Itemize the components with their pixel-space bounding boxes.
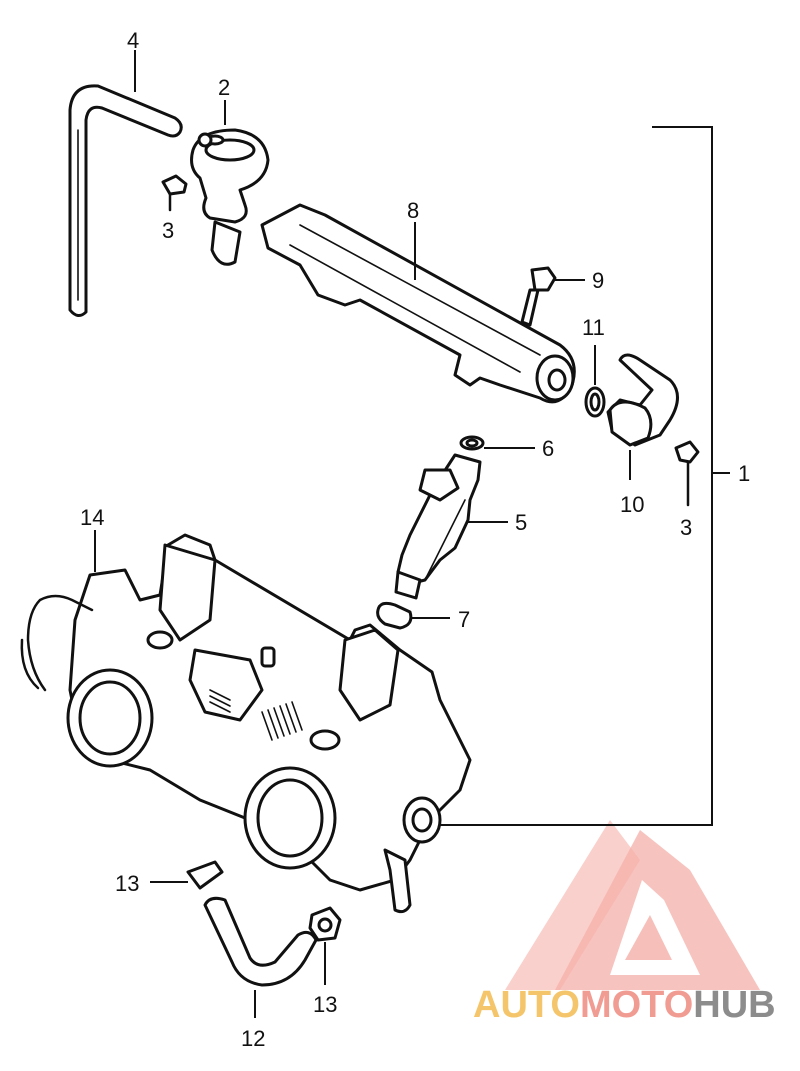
callout-14: 14 <box>80 505 104 530</box>
callout-6: 6 <box>542 436 554 461</box>
callout-12: 12 <box>241 1026 265 1051</box>
part-13-hose-clip-lower <box>308 906 342 985</box>
part-13-hose-clip-upper <box>150 860 224 890</box>
watermark-logo <box>505 820 760 990</box>
callouts: 1 2 3 3 4 5 6 7 8 9 10 11 12 13 13 14 <box>80 28 750 1051</box>
part-3-screw-right <box>674 440 700 507</box>
callout-13-lower: 13 <box>313 992 337 1017</box>
callout-11: 11 <box>582 315 605 340</box>
callout-3-left: 3 <box>162 218 174 243</box>
watermark-moto: MOTO <box>580 984 693 1026</box>
part-9-bolt <box>520 266 585 327</box>
linkage-spring <box>209 689 303 741</box>
watermark-hub: HUB <box>693 984 775 1026</box>
callout-9: 9 <box>592 268 604 293</box>
bracket-part-1 <box>440 126 730 826</box>
callout-5: 5 <box>515 510 527 535</box>
part-12-coolant-hose <box>203 896 318 1018</box>
part-5-fuel-injector <box>394 453 508 600</box>
part-14-throttle-body <box>20 530 472 914</box>
part-6-o-ring <box>459 435 535 451</box>
part-4-vacuum-hose <box>68 50 183 317</box>
callout-7: 7 <box>458 607 470 632</box>
callout-4: 4 <box>127 28 139 53</box>
part-3-screw-left <box>161 174 188 212</box>
part-2-pressure-regulator <box>190 100 270 266</box>
part-10-fuel-inlet-fitting <box>606 353 679 480</box>
callout-1: 1 <box>738 461 750 486</box>
callout-10: 10 <box>620 492 644 517</box>
part-11-o-ring <box>584 345 606 418</box>
part-8-fuel-rail <box>260 203 576 404</box>
callout-13-upper: 13 <box>115 871 139 896</box>
watermark-text: AUTOMOTOHUB <box>473 984 776 1026</box>
callout-8: 8 <box>407 198 419 223</box>
callout-2: 2 <box>218 75 230 100</box>
watermark-auto: AUTO <box>473 984 580 1026</box>
svg-text:AUTOMOTOHUB: AUTOMOTOHUB <box>473 984 776 1026</box>
callout-3-right: 3 <box>680 515 692 540</box>
part-7-insulator-seal <box>376 601 450 630</box>
